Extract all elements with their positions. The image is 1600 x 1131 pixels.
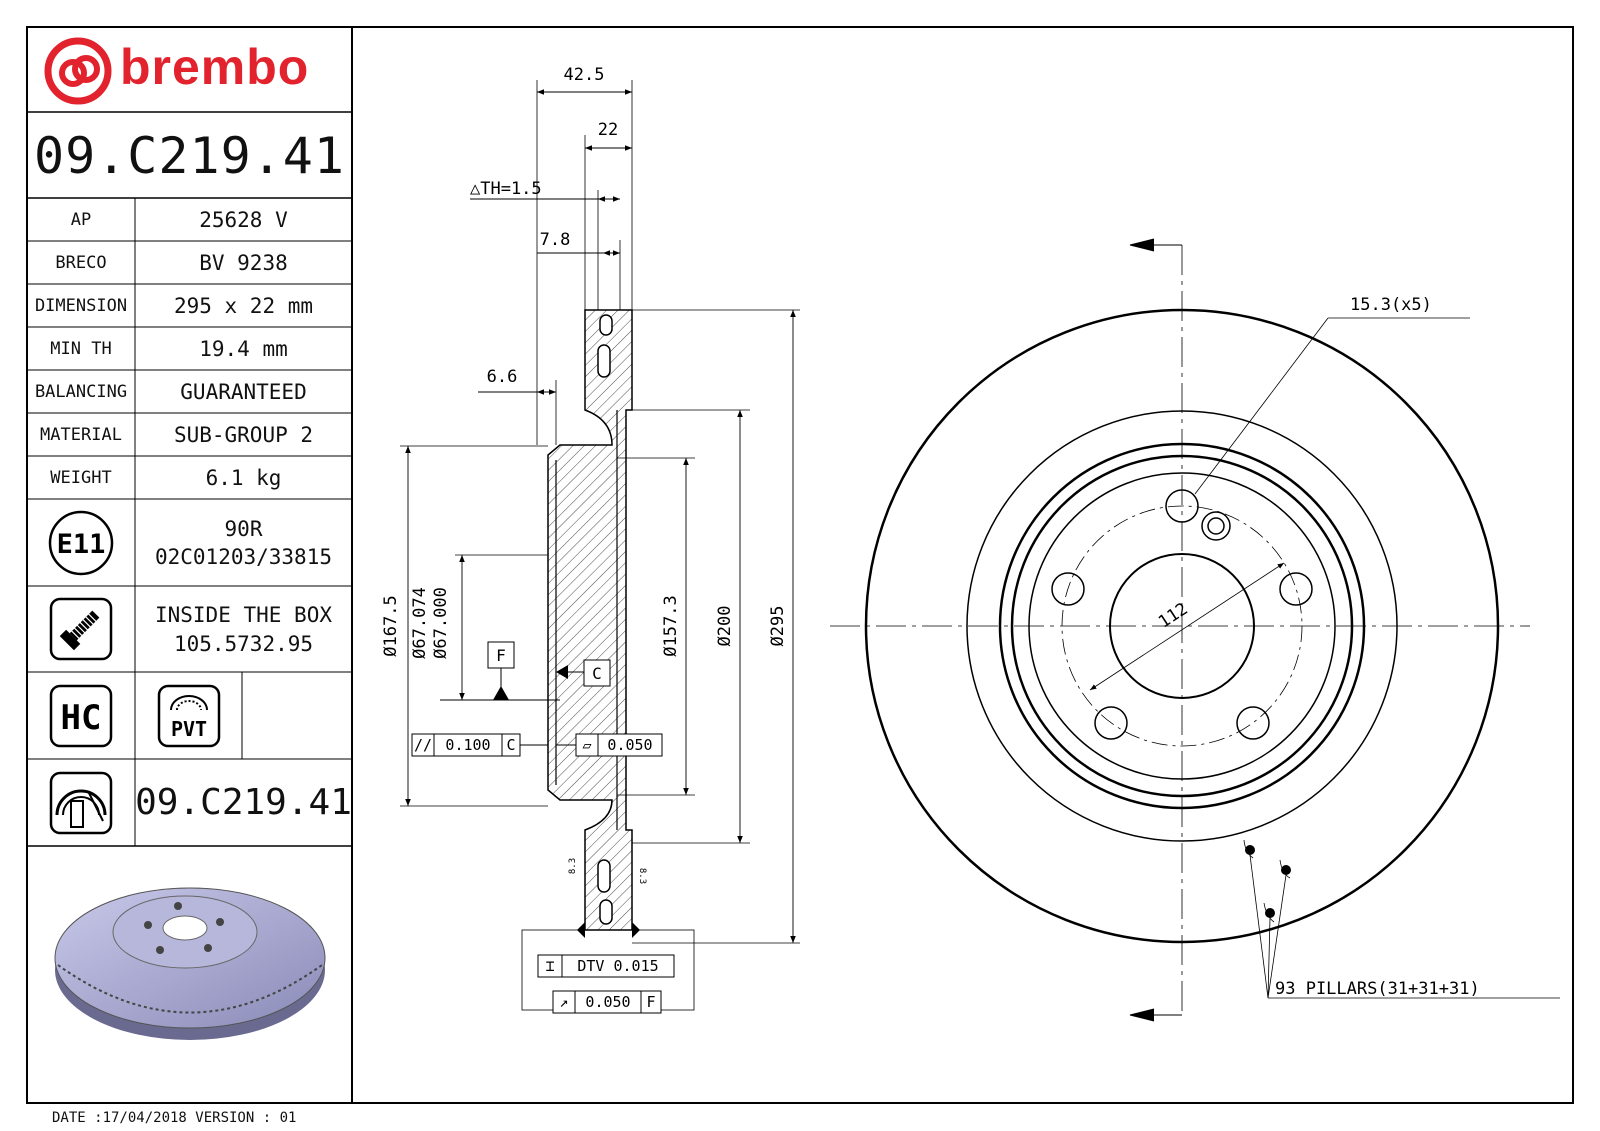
runout-frame: ↗ 0.050 F xyxy=(552,990,662,1014)
spec-label-balancing: BALANCING xyxy=(34,381,128,402)
spec-value-dimension: 295 x 22 mm xyxy=(173,293,314,318)
dim-200: Ø200 xyxy=(715,606,735,647)
extension-lines xyxy=(400,80,800,944)
dim-157-3: Ø157.3 xyxy=(661,595,681,656)
dim-295: Ø295 xyxy=(768,606,788,647)
approval-code: 90R xyxy=(224,516,263,541)
parallelism-frame: // 0.100 C xyxy=(411,733,548,757)
dim-vent-2: 8.3 xyxy=(637,868,647,884)
svg-text:0.050: 0.050 xyxy=(607,736,652,754)
footer-part-number: 09.C219.41 xyxy=(135,782,352,823)
spec-value-weight: 6.1 kg xyxy=(205,465,282,490)
section-view xyxy=(440,309,633,931)
svg-text:▱: ▱ xyxy=(582,736,591,754)
e11-approval-icon: E11 xyxy=(27,499,135,586)
hc-badge-icon: HC xyxy=(27,672,135,759)
dim-vent-1: 8.3 xyxy=(568,858,578,874)
spec-value-min-th: 19.4 mm xyxy=(199,336,288,361)
dimension-lines xyxy=(405,89,796,943)
spec-label-dimension: DIMENSION xyxy=(34,295,128,316)
spec-value-material: SUB-GROUP 2 xyxy=(173,422,314,447)
part-number: 09.C219.41 xyxy=(33,127,346,185)
front-view-labels: 15.3(x5) 112 93 PILLARS(31+31+31) xyxy=(1155,295,1480,999)
spec-label-material: MATERIAL xyxy=(40,424,122,445)
tolerance-frames: // 0.100 C ▱ 0.050 ⌶ DTV 0.015 xyxy=(411,733,695,1014)
screw-icon xyxy=(27,586,135,672)
datum-f-label: F xyxy=(496,646,506,665)
approval-info: 90R 02C01203/33815 xyxy=(135,499,352,586)
spec-value-breco: BV 9238 xyxy=(199,250,288,275)
inside-box-info: INSIDE THE BOX 105.5732.95 xyxy=(135,586,352,672)
svg-text:0.050: 0.050 xyxy=(585,993,630,1011)
svg-text:0.100: 0.100 xyxy=(445,736,490,754)
brembo-logo-icon xyxy=(44,37,112,105)
datum-c: C xyxy=(556,659,611,687)
disc-profile-icon xyxy=(27,759,135,846)
svg-text:C: C xyxy=(506,736,515,754)
dimension-labels: 42.5 22 △TH=1.5 7.8 6.6 Ø167.5 Ø67.074 Ø… xyxy=(381,65,788,884)
svg-text:⌶: ⌶ xyxy=(545,957,554,975)
pillars-label: 93 PILLARS(31+31+31) xyxy=(1275,979,1480,999)
spec-label-min-th: MIN TH xyxy=(50,338,112,359)
datum-f: F xyxy=(487,641,515,700)
dim-7-8: 7.8 xyxy=(540,230,571,250)
dim-67-000: Ø67.000 xyxy=(431,587,451,659)
svg-text:DTV 0.015: DTV 0.015 xyxy=(577,957,658,975)
dim-6-6: 6.6 xyxy=(487,367,518,387)
hc-badge-text: HC xyxy=(61,698,102,738)
front-view xyxy=(830,238,1560,1022)
bolt-hole-label: 15.3(x5) xyxy=(1350,295,1432,315)
dim-42-5: 42.5 xyxy=(564,65,605,85)
brand-name: brembo xyxy=(120,39,310,95)
dim-th: △TH=1.5 xyxy=(470,179,542,199)
datum-c-label: C xyxy=(592,664,602,683)
dim-67-074: Ø67.074 xyxy=(410,587,430,659)
dim-167-5: Ø167.5 xyxy=(381,595,401,656)
svg-text://: // xyxy=(414,736,432,754)
brand-logo: brembo xyxy=(40,36,340,106)
dtv-frame: ⌶ DTV 0.015 xyxy=(521,929,695,1011)
flatness-frame: ▱ 0.050 xyxy=(556,733,663,757)
spec-value-ap: 25628 V xyxy=(199,207,288,232)
date-version: DATE :17/04/2018 VERSION : 01 xyxy=(52,1110,297,1126)
spec-label-ap: AP xyxy=(70,209,92,230)
inside-box-part: 105.5732.95 xyxy=(173,631,314,656)
dim-22: 22 xyxy=(598,120,618,140)
disc-render-icon xyxy=(50,870,330,1050)
svg-text:↗: ↗ xyxy=(559,993,568,1011)
pvt-badge-text: PVT xyxy=(170,717,206,741)
svg-text:F: F xyxy=(646,993,655,1011)
pvt-badge-icon: PVT xyxy=(135,672,242,759)
inside-box-label: INSIDE THE BOX xyxy=(154,602,332,627)
approval-number: 02C01203/33815 xyxy=(154,544,332,569)
spec-label-weight: WEIGHT xyxy=(50,467,112,488)
e11-mark-text: E11 xyxy=(57,529,106,560)
spec-label-breco: BRECO xyxy=(55,252,107,273)
spec-value-balancing: GUARANTEED xyxy=(180,379,307,404)
